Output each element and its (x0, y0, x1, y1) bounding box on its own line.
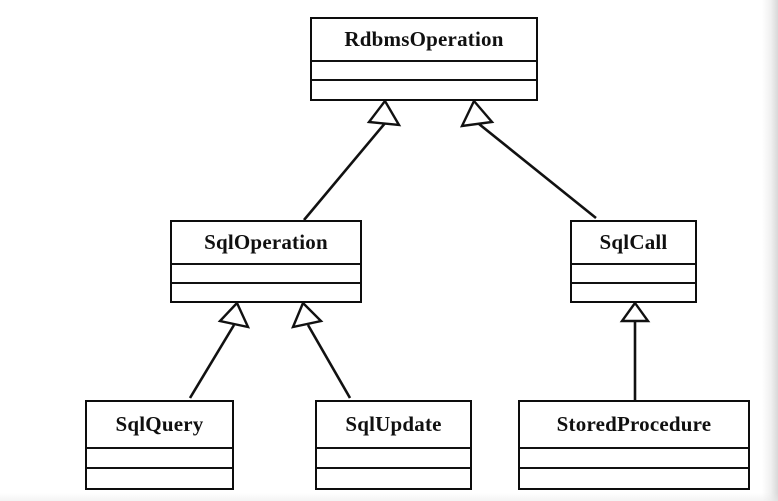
class-name-compartment: SqlQuery (87, 402, 232, 449)
generalization-line (306, 324, 352, 399)
uml-class-sql-operation[interactable]: SqlOperation (170, 220, 362, 303)
generalization-sqlupdate-to-sqloperation (291, 300, 352, 399)
class-name-label: SqlCall (599, 230, 668, 254)
hollow-triangle-arrowhead-icon (366, 98, 402, 127)
class-name-label: RdbmsOperation (344, 27, 504, 51)
class-name-label: SqlQuery (115, 412, 204, 436)
generalization-sqlcall-to-rdbmsoperation (459, 98, 597, 220)
generalization-line (303, 121, 387, 221)
hollow-triangle-arrowhead-icon (459, 98, 495, 128)
hollow-triangle-arrowhead-icon (291, 300, 324, 329)
class-attributes-compartment (572, 265, 695, 284)
class-attributes-compartment (317, 449, 470, 469)
uml-class-sql-call[interactable]: SqlCall (570, 220, 697, 303)
class-name-compartment: SqlOperation (172, 222, 360, 265)
class-name-label: SqlUpdate (345, 412, 442, 436)
hollow-triangle-arrowhead-icon (619, 300, 651, 323)
hollow-triangle-arrowhead-icon (217, 300, 251, 329)
class-name-label: StoredProcedure (556, 412, 712, 436)
class-attributes-compartment (312, 62, 536, 81)
class-name-compartment: SqlCall (572, 222, 695, 265)
uml-class-sql-update[interactable]: SqlUpdate (315, 400, 472, 490)
generalization-line (478, 122, 597, 220)
uml-class-rdbms-operation[interactable]: RdbmsOperation (310, 17, 538, 101)
generalization-storedprocedure-to-sqlcall (619, 300, 651, 400)
class-name-label: SqlOperation (204, 230, 328, 254)
class-attributes-compartment (520, 449, 748, 469)
generalization-line (188, 324, 236, 399)
class-name-compartment: RdbmsOperation (312, 19, 536, 62)
class-name-compartment: SqlUpdate (317, 402, 470, 449)
uml-class-sql-query[interactable]: SqlQuery (85, 400, 234, 490)
class-attributes-compartment (172, 265, 360, 284)
generalization-sqlquery-to-sqloperation (188, 300, 251, 399)
uml-class-stored-procedure[interactable]: StoredProcedure (518, 400, 750, 490)
class-name-compartment: StoredProcedure (520, 402, 748, 449)
generalization-sqloperation-to-rdbmsoperation (303, 98, 402, 221)
class-attributes-compartment (87, 449, 232, 469)
